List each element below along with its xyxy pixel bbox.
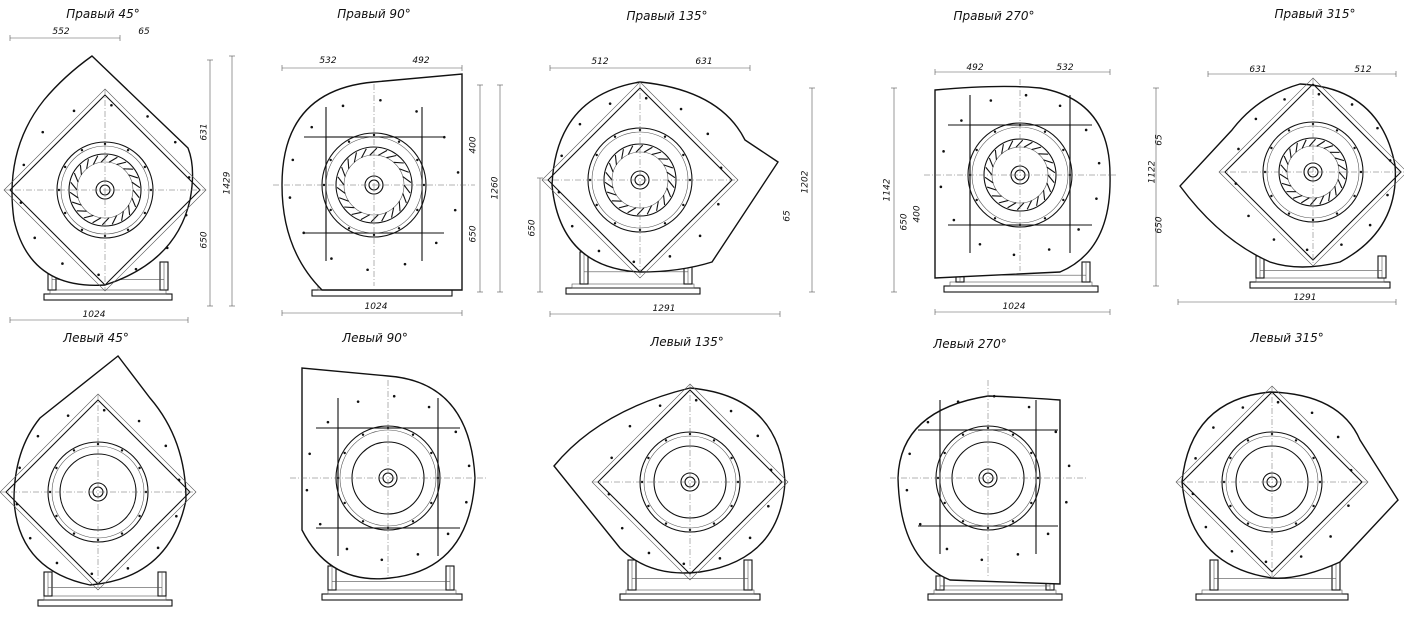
dim-line-r45-top	[9, 35, 121, 41]
casing-rivets	[305, 394, 471, 562]
scroll-casing	[1179, 83, 1397, 268]
title-left-90: Левый 90°	[342, 331, 408, 345]
scroll-casing	[11, 55, 194, 287]
dim-line-r135-total	[809, 87, 815, 293]
dim-r135-top-left: 512	[591, 57, 609, 67]
stand-frame	[37, 571, 173, 607]
casing-rivets	[557, 96, 723, 264]
title-left-135: Левый 135°	[650, 335, 724, 349]
casing-rivets	[19, 103, 191, 277]
dim-r270-side-lower: 650	[899, 213, 910, 231]
dim-r315-top-right: 512	[1354, 65, 1372, 75]
fan-right-270	[924, 79, 1116, 293]
dim-r90-side-lower: 650	[468, 225, 479, 243]
title-left-315: Левый 315°	[1250, 331, 1324, 345]
fan-right-315	[1179, 77, 1404, 289]
dim-line-r315-top	[1207, 71, 1397, 77]
dim-line-r90-total	[497, 84, 503, 293]
title-left-45: Левый 45°	[63, 331, 129, 345]
center-lines	[4, 89, 206, 291]
dim-r315-side-lower: 650	[1154, 216, 1165, 234]
dim-r45-side-total: 1429	[222, 171, 233, 195]
dim-line-r45-bottom	[9, 317, 189, 323]
center-lines	[1176, 386, 1368, 578]
center-lines	[273, 84, 475, 286]
casing-rivets	[905, 394, 1071, 562]
casing-rivets	[288, 98, 460, 272]
dim-line-r135-top	[549, 65, 751, 71]
scroll-casing	[897, 395, 1061, 585]
dim-r90-side-total: 1260	[490, 176, 501, 200]
title-right-135: Правый 135°	[626, 9, 708, 23]
center-lines	[924, 79, 1116, 271]
casing-rivets	[1234, 92, 1392, 252]
casing-rivets	[607, 398, 773, 566]
dim-line-r270-total	[891, 87, 897, 293]
casing-rivets	[15, 408, 181, 576]
dim-line-r270-bottom	[934, 309, 1111, 315]
dim-r45-side-lower: 650	[199, 231, 210, 249]
fan-left-45	[0, 355, 197, 607]
fan-right-135	[541, 81, 779, 295]
dim-r90-top-left: 532	[319, 56, 337, 66]
dim-line-r90-top	[281, 65, 463, 71]
dim-r270-bottom: 1024	[1002, 302, 1026, 312]
dim-line-r90-bottom	[281, 310, 463, 316]
casing-rivets	[939, 93, 1101, 257]
dim-r270-top-left: 492	[966, 63, 984, 73]
center-lines	[1219, 78, 1404, 266]
dim-r45-top-left: 552	[52, 27, 70, 37]
dim-r135-side-total: 1202	[800, 170, 811, 194]
dim-r315-top-left: 631	[1249, 65, 1267, 75]
scroll-casing	[551, 81, 779, 273]
stand-frame	[619, 559, 761, 601]
dim-line-r90-side	[477, 84, 483, 293]
fan-left-135	[553, 383, 789, 601]
dim-r45-bottom: 1024	[82, 310, 106, 320]
scroll-casing	[281, 73, 463, 291]
dim-line-r135-bottom	[549, 311, 781, 317]
casing-rivets	[1191, 400, 1353, 564]
stand-frame	[927, 575, 1063, 601]
dim-r135-bottom: 1291	[652, 304, 676, 314]
scroll-casing	[553, 387, 786, 574]
dim-r315-side-small: 65	[1154, 134, 1165, 146]
dim-r90-side-upper: 400	[468, 136, 479, 154]
title-right-315: Правый 315°	[1274, 7, 1356, 21]
title-right-45: Правый 45°	[66, 7, 140, 21]
dim-r135-side-small: 65	[782, 210, 793, 222]
dim-line-r270-top	[934, 69, 1111, 75]
dim-r270-top-right: 532	[1056, 63, 1074, 73]
fan-right-90	[273, 73, 475, 297]
fan-left-90	[290, 367, 486, 601]
dim-r270-side-total: 1142	[882, 178, 893, 202]
fan-left-315	[1175, 385, 1399, 601]
dim-line-r45-side	[207, 59, 213, 307]
dim-r90-top-right: 492	[412, 56, 430, 66]
fan-left-270	[890, 380, 1086, 601]
scroll-casing	[13, 355, 187, 586]
dim-r315-side-total: 1122	[1147, 160, 1158, 184]
scroll-casing	[934, 85, 1111, 279]
dim-r45-side-upper: 631	[199, 123, 210, 141]
fan-right-45	[3, 55, 207, 301]
title-right-90: Правый 90°	[337, 7, 411, 21]
dim-r90-bottom: 1024	[364, 302, 388, 312]
dim-line-r315-bottom	[1177, 299, 1397, 305]
dim-r315-bottom: 1291	[1293, 293, 1317, 303]
dim-r270-side-small: 400	[912, 205, 923, 223]
title-left-270: Левый 270°	[933, 337, 1007, 351]
title-right-270: Правый 270°	[953, 9, 1035, 23]
dim-r135-top-right: 631	[695, 57, 713, 67]
dim-line-r135-left	[537, 177, 543, 293]
scroll-casing	[1181, 391, 1399, 579]
dim-line-r315-total	[1153, 87, 1159, 287]
stand-frame	[321, 565, 463, 601]
dim-r45-top-right: 65	[138, 27, 150, 37]
dim-line-r45-total	[229, 55, 235, 307]
dim-r135-side-left: 650	[527, 219, 538, 237]
